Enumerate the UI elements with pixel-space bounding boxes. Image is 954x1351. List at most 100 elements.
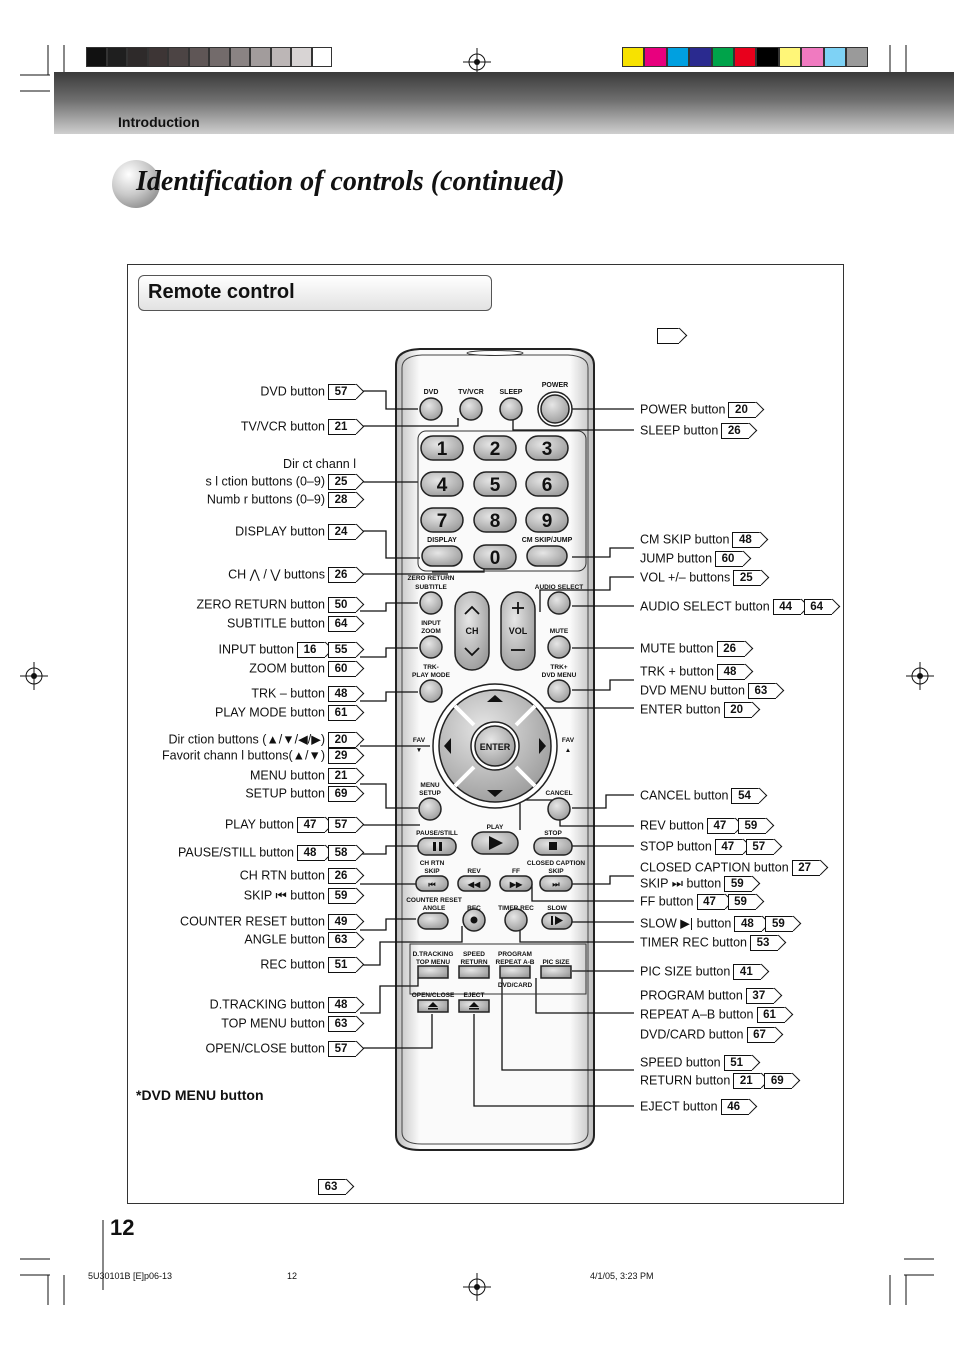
zoom-label: ZOOM xyxy=(421,628,441,635)
digit-6-button[interactable] xyxy=(525,471,569,497)
skip-fwd-label: SKIP xyxy=(548,868,564,875)
speed-label: SPEED xyxy=(463,951,485,958)
page-ref-badge: 59 xyxy=(737,818,766,834)
skip-back-label: SKIP xyxy=(424,868,440,875)
gray-swatch xyxy=(86,47,107,67)
counter-reset-button[interactable] xyxy=(417,912,449,930)
color-swatch xyxy=(846,47,869,67)
page-ref-badge: 55 xyxy=(328,642,356,658)
gray-swatch xyxy=(291,47,312,67)
ch-rtn-label: CH RTN xyxy=(420,860,445,867)
enter-label: ENTER xyxy=(480,742,511,752)
d-tracking-button[interactable] xyxy=(417,965,449,979)
left-callout: Numb r buttons (0–9)28 xyxy=(207,492,356,508)
d-tracking-label: D.TRACKING xyxy=(413,951,454,958)
setup-label: SETUP xyxy=(419,790,441,797)
left-callout: Dir ction buttons (▲/▼/◀/▶)20 xyxy=(168,732,356,748)
digit-2-button[interactable] xyxy=(473,435,517,461)
ch-rocker[interactable] xyxy=(454,591,490,671)
up-arrow-icon xyxy=(487,695,503,702)
enter-button[interactable] xyxy=(474,725,516,767)
svg-text:◀◀: ◀◀ xyxy=(467,880,481,889)
vol-rocker[interactable] xyxy=(500,591,536,671)
left-callout: Dir ct chann l xyxy=(283,457,356,472)
color-swatch xyxy=(644,47,667,67)
digit-label: 1 xyxy=(437,439,448,460)
page-ref-badge: 28 xyxy=(328,492,356,508)
callout-text: MUTE button xyxy=(640,641,714,656)
fav-down-label: FAV xyxy=(413,737,426,744)
timer-rec-button[interactable] xyxy=(504,908,528,932)
color-swatch xyxy=(711,47,734,67)
color-swatch xyxy=(823,47,846,67)
cancel-button[interactable] xyxy=(547,797,571,821)
callout-text: s l ction buttons (0–9) xyxy=(205,474,325,489)
digit-label: 5 xyxy=(490,475,501,496)
dvd-button[interactable] xyxy=(419,397,443,421)
zero-return-button[interactable] xyxy=(419,591,443,615)
power-label: POWER xyxy=(542,382,568,389)
subtitle-label: SUBTITLE xyxy=(415,584,447,591)
play-mode-label: PLAY MODE xyxy=(412,672,451,679)
mute-button[interactable] xyxy=(547,635,571,659)
eject-label: EJECT xyxy=(464,992,485,999)
gray-swatch xyxy=(311,47,332,67)
program-button[interactable] xyxy=(499,965,531,979)
skip-fwd-button[interactable] xyxy=(539,875,573,892)
menu-setup-button[interactable] xyxy=(418,797,442,821)
digit-4-button[interactable] xyxy=(420,471,464,497)
rev-button[interactable] xyxy=(457,875,491,892)
audio-select-button[interactable] xyxy=(547,591,571,615)
open-close-label: OPEN/CLOSE xyxy=(412,992,455,999)
digit-0-button[interactable] xyxy=(473,544,517,570)
fav-up-label: FAV xyxy=(562,737,575,744)
pause-still-button[interactable] xyxy=(417,837,457,856)
sleep-button[interactable] xyxy=(499,397,523,421)
page-ref-badge: 64 xyxy=(803,599,832,615)
trk-plus-button[interactable] xyxy=(547,679,571,703)
callout-text: TRK + button xyxy=(640,664,714,679)
power-button[interactable] xyxy=(540,394,570,424)
page-ref-badge: 26 xyxy=(716,641,745,657)
page-ref-badge: 47 xyxy=(696,894,725,910)
speed-return-button[interactable] xyxy=(458,965,490,979)
callout-text: AUDIO SELECT button xyxy=(640,599,770,614)
callout-text: MENU button xyxy=(249,768,325,783)
callout-text: DISPLAY button xyxy=(235,524,325,539)
page-ref-badge: 59 xyxy=(727,894,756,910)
display-button[interactable] xyxy=(421,545,463,567)
digit-5-button[interactable] xyxy=(473,471,517,497)
print-page-ref: 12 xyxy=(287,1271,298,1281)
cmskip-button[interactable] xyxy=(526,545,568,567)
digit-7-button[interactable] xyxy=(420,507,464,533)
digit-3-button[interactable] xyxy=(525,435,569,461)
svg-text:▶▶: ▶▶ xyxy=(509,880,523,889)
color-swatch xyxy=(778,47,802,67)
remote-control-heading: Remote control xyxy=(148,281,295,303)
page-ref-badge: 51 xyxy=(328,957,356,973)
ff-button[interactable] xyxy=(499,875,533,892)
dvd-label: DVD xyxy=(424,389,439,396)
digit-9-button[interactable] xyxy=(525,507,569,533)
digit-label: 0 xyxy=(490,548,501,569)
page-ref-badge: 21 xyxy=(328,768,356,784)
tvvcr-button[interactable] xyxy=(459,397,483,421)
page-ref-badge: 26 xyxy=(721,423,750,439)
page-ref-badge: 60 xyxy=(328,661,356,677)
gray-swatch xyxy=(168,47,189,67)
trk-minus-button[interactable] xyxy=(419,679,443,703)
digit-8-button[interactable] xyxy=(473,507,517,533)
pic-size-button[interactable] xyxy=(540,965,572,979)
page-ref-badge: 44 xyxy=(772,599,801,615)
input-button[interactable] xyxy=(419,635,443,659)
page-ref-badge: 51 xyxy=(723,1055,752,1071)
skip-back-button[interactable] xyxy=(415,875,449,892)
digit-1-button[interactable] xyxy=(420,435,464,461)
